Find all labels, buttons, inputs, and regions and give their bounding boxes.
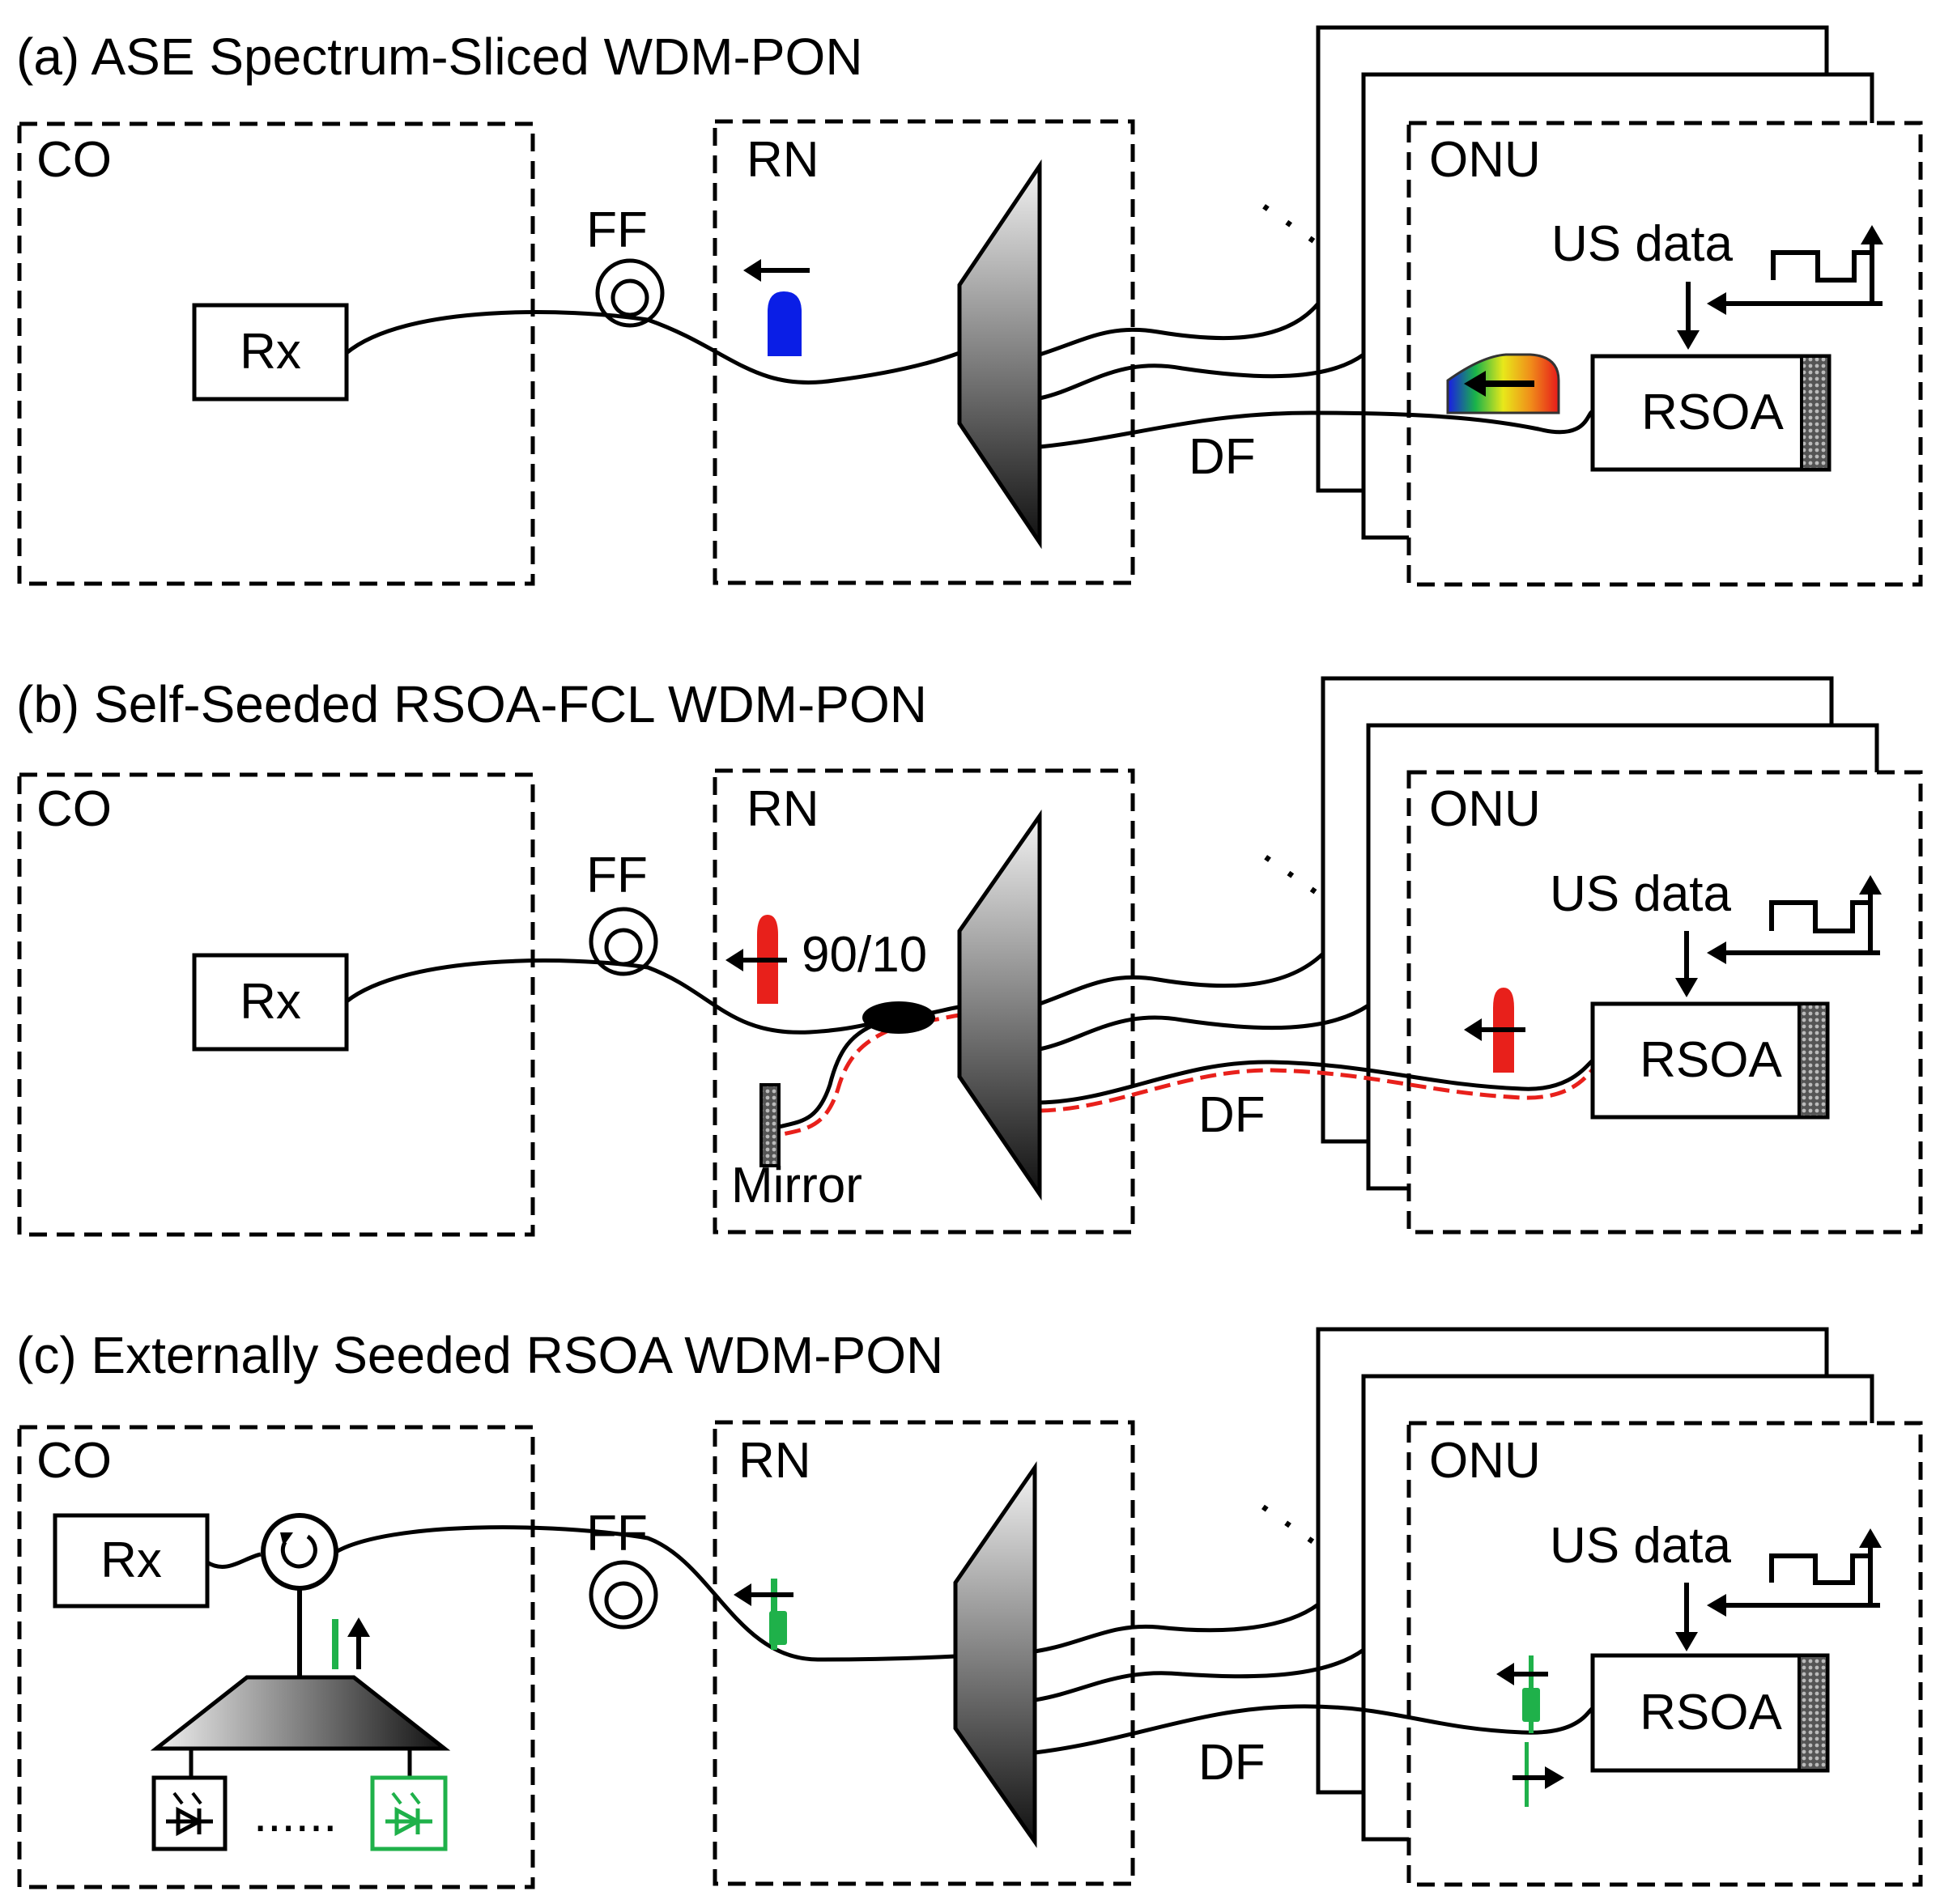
us-data-label-b: US data	[1550, 866, 1732, 922]
panel-b: (b) Self-Seeded RSOA-FCL WDM-PON CO Rx F…	[16, 675, 1923, 1237]
co-box-a	[17, 121, 535, 586]
seed-light-icon-onu-c	[1496, 1655, 1548, 1733]
fiber-spool-icon-c	[589, 1560, 658, 1630]
feeder-fiber-c	[334, 1525, 956, 1662]
co-mux-c	[150, 1675, 451, 1751]
rsoa-label-a: RSOA	[1641, 385, 1784, 440]
rsoa-mirror-facet-b	[1797, 1002, 1829, 1119]
panel-c-title: (c) Externally Seeded RSOA WDM-PON	[16, 1326, 943, 1384]
co-label-b: CO	[36, 781, 112, 837]
rx-box-b	[192, 953, 349, 1052]
drop-fiber-3-b	[1039, 1058, 1594, 1105]
drop-fiber-1-c	[1034, 1602, 1320, 1654]
rsoa-box-a	[1590, 354, 1832, 472]
drop-fiber-1-b	[1039, 952, 1325, 1006]
seed-light-icon-co-c	[332, 1617, 370, 1669]
upstream-signal-icon-onu-c	[1512, 1742, 1564, 1807]
circulator-icon-c	[261, 1513, 338, 1591]
rsoa-label-c: RSOA	[1640, 1685, 1782, 1740]
us-data-signal-icon-c	[1675, 1528, 1882, 1651]
onu-box-c	[1406, 1421, 1923, 1887]
coupler-to-mirror-fiber-b	[778, 1019, 883, 1129]
coupler-label-b: 90/10	[802, 927, 927, 983]
us-data-label-c: US data	[1550, 1518, 1732, 1574]
seed-light-icon-rn-c	[734, 1579, 793, 1650]
panel-c: (c) Externally Seeded RSOA WDM-PON CO Rx…	[16, 1326, 1923, 1889]
panel-a: (a) ASE Spectrum-Sliced WDM-PON CO Rx FF…	[16, 25, 1923, 587]
ff-label-b: FF	[586, 848, 648, 903]
seed-source-icon-1-c	[151, 1775, 228, 1851]
mirror-b	[759, 1083, 781, 1167]
sources-ellipsis-c: ......	[253, 1787, 337, 1842]
rsoa-mirror-facet-c	[1797, 1654, 1829, 1772]
seed-light-icon-b	[725, 915, 787, 1004]
awg-demux-c	[953, 1460, 1037, 1848]
coupler-90-10-b	[862, 1001, 935, 1034]
rx-label-a: Rx	[240, 324, 301, 380]
rsoa-box-b	[1590, 1001, 1830, 1120]
us-data-signal-icon-b	[1675, 875, 1882, 997]
awg-demux-a	[957, 159, 1042, 550]
onu-box-b	[1406, 770, 1923, 1235]
rn-label-b: RN	[747, 781, 819, 837]
rsoa-mirror-facet-a	[1800, 355, 1831, 471]
co-label-a: CO	[36, 132, 112, 188]
self-seed-path-df-b	[1039, 1065, 1597, 1113]
us-data-signal-icon-a	[1677, 225, 1883, 350]
rn-label-a: RN	[747, 132, 819, 188]
df-label-a: DF	[1189, 429, 1256, 485]
drop-fiber-2-a	[1039, 352, 1365, 401]
rx-label-b: Rx	[240, 974, 301, 1030]
seed-light-icon-onu-b	[1464, 988, 1525, 1073]
df-label-b: DF	[1198, 1087, 1266, 1143]
rx-label-c: Rx	[100, 1532, 162, 1588]
onu-box-a	[1406, 121, 1923, 587]
onu-label-b: ONU	[1429, 781, 1541, 837]
feeder-fiber-b	[345, 958, 883, 1035]
co-box-c	[17, 1425, 535, 1889]
seed-light-icon-a	[743, 259, 810, 356]
self-seed-path-rn-b	[778, 1027, 891, 1137]
ase-spectrum-icon-a	[1446, 353, 1560, 414]
onu-label-c: ONU	[1429, 1433, 1541, 1489]
drop-fiber-1-a	[1039, 302, 1320, 357]
rsoa-label-b: RSOA	[1640, 1032, 1782, 1088]
drop-fiber-2-c	[1034, 1647, 1365, 1702]
rn-label-c: RN	[738, 1433, 811, 1489]
rn-box-c	[713, 1420, 1135, 1886]
fiber-spool-icon-a	[595, 258, 665, 328]
onu-label-a: ONU	[1429, 132, 1541, 188]
ff-label-a: FF	[586, 202, 648, 258]
mirror-label-b: Mirror	[731, 1158, 862, 1213]
awg-demux-b	[957, 810, 1042, 1201]
feeder-fiber-a	[345, 310, 960, 385]
df-label-c: DF	[1198, 1735, 1266, 1791]
rx-to-circulator-fiber-c	[206, 1552, 262, 1569]
panel-a-title: (a) ASE Spectrum-Sliced WDM-PON	[16, 28, 863, 86]
drop-fiber-3-a	[1039, 409, 1594, 449]
drop-fiber-2-b	[1039, 1003, 1370, 1052]
panel-b-title: (b) Self-Seeded RSOA-FCL WDM-PON	[16, 675, 927, 733]
rn-box-b	[713, 768, 1135, 1235]
co-box-b	[17, 772, 535, 1237]
seed-source-icon-n-c	[370, 1775, 448, 1851]
us-data-label-a: US data	[1551, 216, 1734, 272]
rx-box-c	[53, 1513, 210, 1609]
drop-fiber-3-c	[1034, 1704, 1594, 1755]
co-label-c: CO	[36, 1433, 112, 1489]
